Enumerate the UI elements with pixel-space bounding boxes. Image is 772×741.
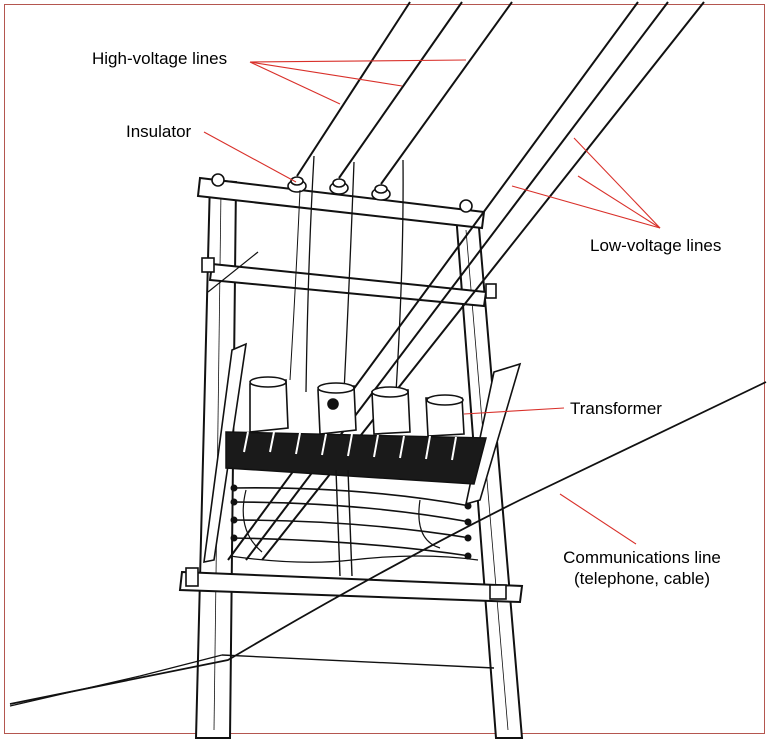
secondary-wiring	[229, 469, 479, 577]
pole-braces	[185, 257, 522, 600]
transformer-platform	[225, 431, 487, 485]
label-communications-line: Communications line (telephone, cable)	[552, 547, 732, 589]
label-low-voltage-lines: Low-voltage lines	[590, 236, 722, 255]
diagram-frame	[4, 4, 765, 734]
high-voltage-lines	[289, 1, 513, 393]
label-high-voltage-lines: High-voltage lines	[92, 49, 228, 68]
wire-terminals	[230, 484, 472, 560]
transformers	[249, 376, 465, 437]
label-communications-line-subtitle: (telephone, cable)	[573, 569, 711, 588]
crossarms	[178, 176, 524, 669]
label-insulator: Insulator	[126, 122, 192, 141]
utility-pole	[194, 178, 524, 739]
communications-line	[9, 381, 767, 707]
label-communications-line-title: Communications line	[563, 548, 721, 567]
leader-lines	[203, 59, 661, 545]
label-transformer: Transformer	[570, 399, 662, 418]
insulators	[211, 173, 473, 213]
